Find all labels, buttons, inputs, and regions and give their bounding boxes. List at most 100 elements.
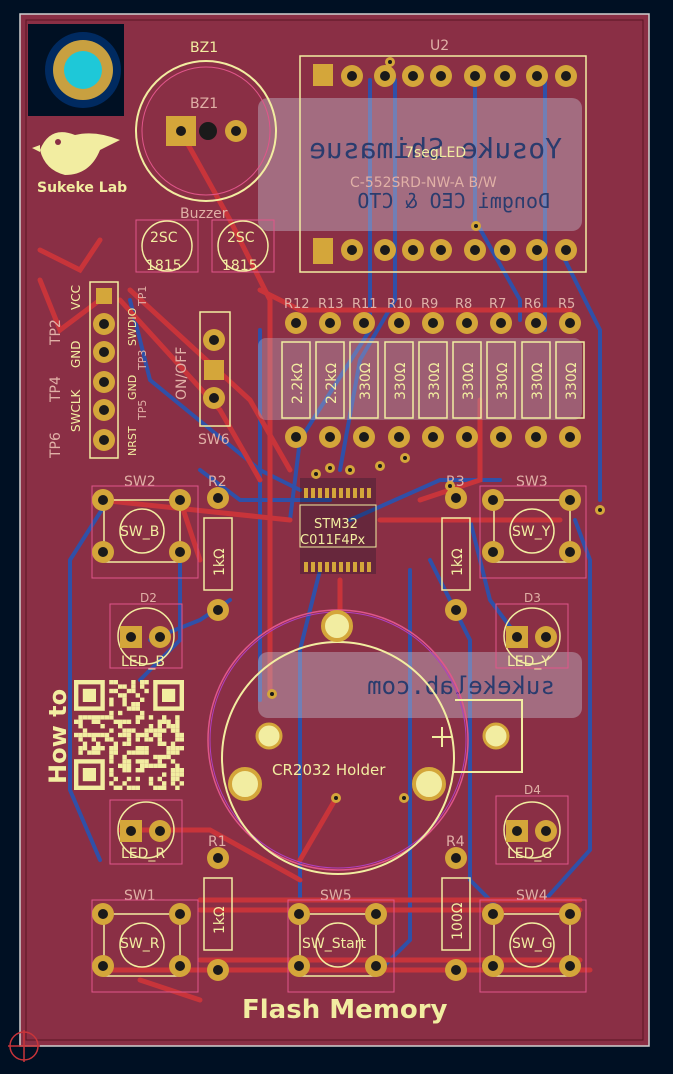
sw5-value: SW_Start	[302, 936, 366, 952]
vias	[267, 57, 605, 803]
resistor-r10: R10 330Ω	[384, 297, 414, 448]
resistor-value: 330Ω	[393, 362, 409, 400]
tp-pin-tp5: TP5	[136, 400, 149, 421]
resistor-value: 2.2kΩ	[324, 363, 340, 404]
resistor-ref: R11	[352, 297, 378, 312]
resistor-r11: R11 330Ω	[349, 297, 379, 448]
resistor-r5: R5 330Ω	[555, 297, 585, 448]
bz1-ref: BZ1	[190, 40, 218, 56]
sw4-value: SW_G	[512, 936, 553, 952]
r1-value: 1kΩ	[212, 906, 228, 934]
origin-marker	[8, 1030, 40, 1062]
d4-ref: D4	[524, 783, 541, 797]
sw5-ref: SW5	[320, 888, 352, 904]
sukeke-bird-logo	[32, 132, 120, 175]
switch-sw3: SW3 SW_Y	[479, 474, 587, 579]
resistor-ref: R10	[387, 297, 413, 312]
resistor-value: 330Ω	[461, 362, 477, 400]
resistor-value: 330Ω	[564, 362, 580, 400]
resistor-ref: R8	[455, 297, 472, 312]
resistor-ref: R13	[318, 297, 344, 312]
bz1-fab-ref: BZ1	[190, 96, 218, 112]
resistor-value: 330Ω	[427, 362, 443, 400]
q2-line2: 1815	[222, 258, 258, 274]
transistor-q1: 2SC 1815	[135, 219, 199, 274]
sw3-ref: SW3	[516, 474, 548, 490]
resistor-value: 330Ω	[495, 362, 511, 400]
keepout-outline	[25, 19, 644, 1041]
led-d3: D3 LED_Y	[495, 591, 569, 670]
mcu-stm32: STM32 C011F4Px	[299, 478, 377, 574]
q1-line2: 1815	[146, 258, 182, 274]
resistor-ref: R12	[284, 297, 310, 312]
qr-code	[74, 680, 184, 790]
resistor-r4: R4 100Ω	[441, 834, 471, 981]
transistor-q2: 2SC 1815	[211, 219, 275, 274]
footer-title: Flash Memory	[242, 995, 448, 1025]
tp-silk-swclk: SWCLK	[69, 388, 83, 432]
tp-pin-tp3: TP3	[136, 350, 149, 371]
resistor-r12: R12 2.2kΩ	[281, 297, 311, 448]
resistor-r9: R9 330Ω	[418, 297, 448, 448]
tp-ref-tp2: TP2	[48, 319, 64, 346]
card-back-site: sukekelab.com	[367, 672, 555, 700]
switch-sw5: SW5 SW_Start	[287, 888, 395, 993]
resistor-ref: R9	[421, 297, 438, 312]
battery-holder: CR2032 Holder	[207, 609, 523, 875]
tp-ref-tp6: TP6	[48, 432, 64, 459]
sw6-value: ON/OFF	[174, 347, 190, 400]
d4-value: LED_G	[507, 846, 552, 862]
r3-value: 1kΩ	[450, 548, 466, 576]
u2-value: 7segLED	[405, 145, 466, 161]
sw1-ref: SW1	[124, 888, 156, 904]
resistor-r8: R8 330Ω	[452, 297, 482, 448]
front-copper-traces	[37, 127, 593, 1003]
resistor-value: 2.2kΩ	[290, 363, 306, 404]
resistor-r2: R2 1kΩ	[203, 474, 233, 621]
d2-ref: D2	[140, 591, 157, 605]
q1-line1: 2SC	[150, 230, 178, 246]
seven-segment-u2: U2 7segLED C-552SRD-NW-A B/W	[299, 38, 587, 273]
resistor-value: 330Ω	[530, 362, 546, 400]
test-points: VCC GND SWCLK TP2 TP4 TP6 TP1 SWDIO TP3 …	[48, 281, 149, 459]
resistor-bank: R12 2.2kΩ R13 2.2kΩ R11 330Ω R10 330Ω R9 330Ω R8 33…	[281, 297, 585, 448]
tp-pin-tp1: TP1	[136, 286, 149, 307]
r2-value: 1kΩ	[212, 548, 228, 576]
led-d2: D2 LED_B	[109, 591, 183, 670]
resistor-ref: R5	[558, 297, 575, 312]
qr-caption: How to	[44, 689, 72, 784]
d3-ref: D3	[524, 591, 541, 605]
sw3-value: SW_Y	[512, 524, 551, 540]
brand-name: Sukeke Lab	[37, 180, 127, 196]
resistor-ref: R6	[524, 297, 541, 312]
switch-sw1: SW1 SW_R	[91, 888, 199, 993]
bz1-label: Buzzer	[180, 206, 228, 222]
d2-value: LED_B	[121, 654, 165, 670]
resistor-ref: R7	[489, 297, 506, 312]
battery-value: CR2032 Holder	[272, 761, 386, 779]
mcu-line1: STM32	[314, 517, 358, 532]
resistor-r7: R7 330Ω	[486, 297, 516, 448]
led-d1: LED_R	[109, 799, 183, 865]
sw2-value: SW_B	[120, 524, 159, 540]
d3-value: LED_Y	[507, 654, 550, 670]
resistor-r13: R13 2.2kΩ	[315, 297, 345, 448]
logo-mounting-hole	[28, 24, 124, 116]
sw2-ref: SW2	[124, 474, 156, 490]
mcu-line2: C011F4Px	[300, 533, 365, 548]
buzzer-bz1: BZ1 BZ1 Buzzer	[135, 40, 277, 222]
resistor-value: 330Ω	[358, 362, 374, 400]
tp-pin-nrst: NRST	[126, 426, 139, 456]
q2-line1: 2SC	[227, 230, 255, 246]
sw1-value: SW_R	[120, 936, 160, 952]
tp-pin-gnd: GND	[126, 375, 139, 400]
r1-ref: R1	[208, 834, 227, 850]
u2-part: C-552SRD-NW-A B/W	[350, 175, 497, 191]
switch-sw2: SW2 SW_B	[91, 474, 199, 579]
switch-sw6: ON/OFF SW6	[174, 311, 231, 448]
tp-silk-vcc: VCC	[69, 285, 83, 310]
switch-sw4: SW4 SW_G	[479, 888, 587, 993]
u2-ref: U2	[430, 38, 449, 54]
led-d4: D4 LED_G	[495, 783, 569, 865]
